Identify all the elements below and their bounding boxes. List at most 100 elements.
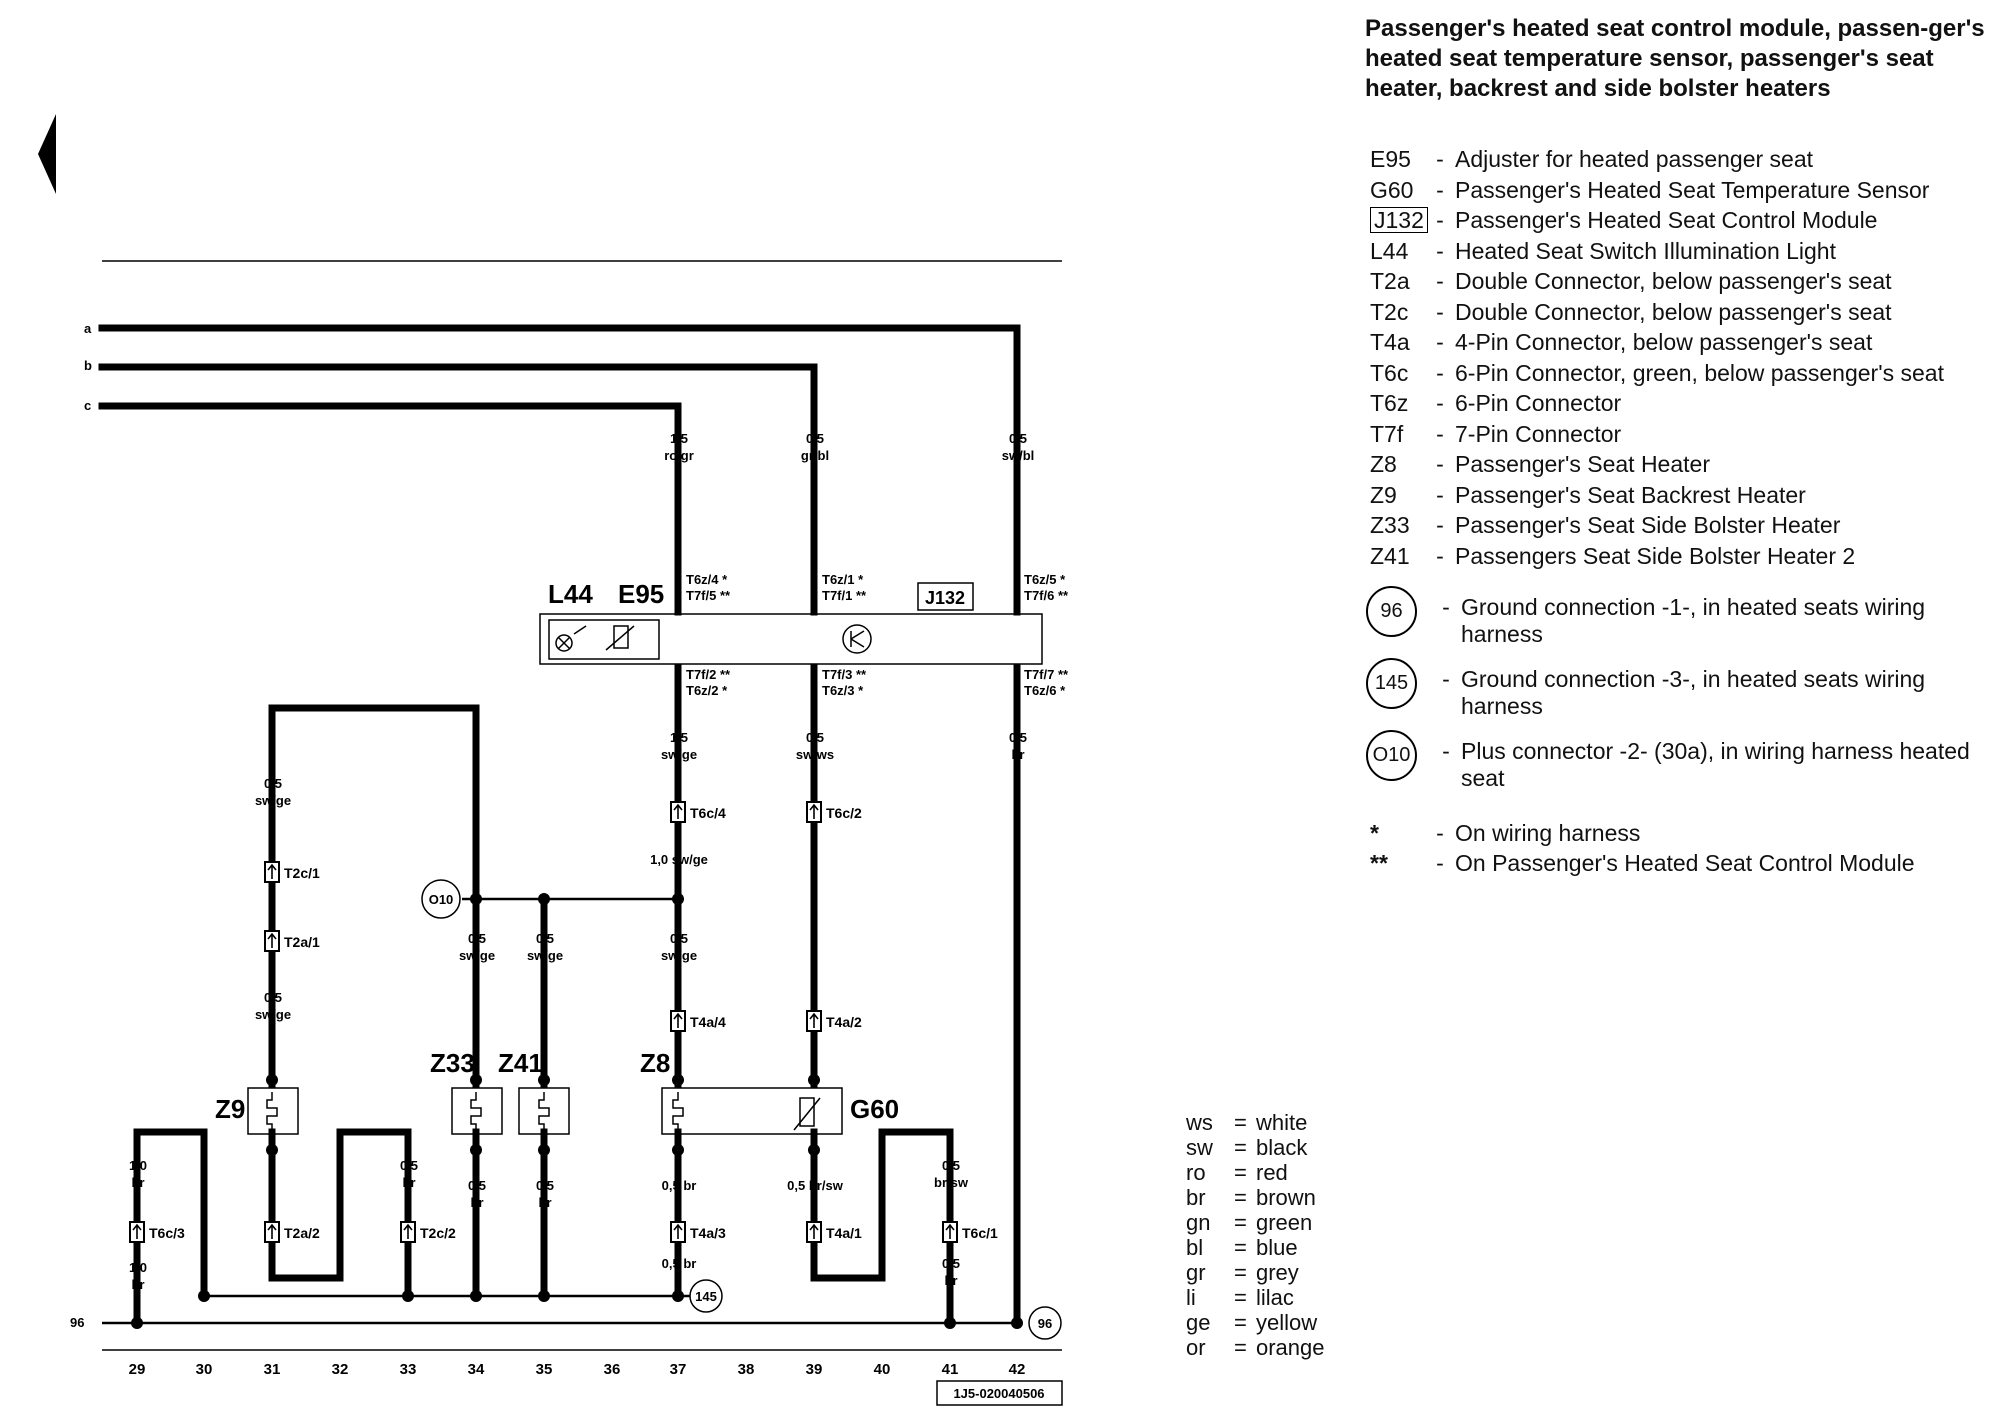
color-code: or — [1186, 1335, 1206, 1360]
legend-code: J132 — [1370, 207, 1428, 234]
note-item: **-On Passenger's Heated Seat Control Mo… — [1370, 850, 1990, 877]
wire-label: 0,5 — [264, 990, 282, 1005]
connector-t4a-3: T4a/3 — [670, 1221, 726, 1243]
legend-code: L44 — [1370, 237, 1409, 264]
color-code-item: ge=yellow — [1186, 1310, 1325, 1335]
wire-label: br — [403, 1175, 416, 1190]
doc-number-box — [936, 1380, 1063, 1406]
note-symbol: * — [1370, 819, 1379, 846]
legend-code: Z33 — [1370, 512, 1410, 538]
wire-label: 1,5 — [670, 730, 688, 745]
color-name: green — [1256, 1210, 1313, 1235]
wire-label-a-size: 0,5 — [1009, 431, 1027, 446]
pin-label: T6z/6 * — [1024, 683, 1066, 698]
color-name: blue — [1256, 1235, 1298, 1260]
legend-item: J132-Passenger's Heated Seat Control Mod… — [1370, 207, 1990, 234]
connector-label: T4a/4 — [690, 1014, 726, 1030]
bus-a-wire — [98, 324, 1021, 616]
legend-code: Z41 — [1370, 542, 1410, 569]
ground-o10-label: O10 — [429, 892, 454, 907]
wire-label: br — [945, 1273, 958, 1288]
wire-label: br — [132, 1277, 145, 1292]
color-code-item: sw=black — [1186, 1135, 1325, 1160]
legend-item: E95-Adjuster for heated passenger seat — [1370, 146, 1990, 173]
equals-sign: = — [1234, 1135, 1247, 1160]
wire-label: 0,5 — [1009, 730, 1027, 745]
pin-label: T7f/5 ** — [686, 588, 731, 603]
component-label-z41: Z41 — [498, 1048, 543, 1078]
connector-t4a-4: T4a/4 — [670, 1010, 726, 1032]
legend-dash: - — [1436, 451, 1444, 477]
module-label-e95: E95 — [618, 579, 664, 609]
axis-label: 34 — [468, 1361, 485, 1378]
legend-desc: Passenger's Seat Backrest Heater — [1455, 481, 1806, 508]
connector-label: T2c/1 — [284, 865, 320, 881]
ground-symbol-icon: 145 — [1366, 657, 1417, 709]
pin-label: T6z/5 * — [1024, 572, 1066, 587]
heater-element-icon — [266, 1092, 278, 1132]
wire-label: sw/ge — [255, 1007, 291, 1022]
wire-label-b-size: 0,5 — [806, 431, 824, 446]
wire-label: 0,5 — [670, 931, 688, 946]
legend-desc: Passenger's Seat Heater — [1455, 451, 1710, 477]
ground-legend-item: 96-Ground connection -1-, in heated seat… — [1366, 585, 1990, 648]
wire-label: 0,5 br — [662, 1178, 697, 1193]
wire-label: 0,5 — [400, 1158, 418, 1173]
legend-item: G60-Passenger's Heated Seat Temperature … — [1370, 177, 1990, 204]
component-label-g60: G60 — [850, 1094, 899, 1124]
legend-dash: - — [1436, 329, 1444, 355]
pin-label: T6z/3 * — [822, 683, 864, 698]
note-desc: On Passenger's Heated Seat Control Modul… — [1455, 849, 1915, 876]
doc-number: 1J5-020040506 — [953, 1386, 1044, 1401]
wire-label: sw/ge — [527, 948, 563, 963]
color-code-item: ws=white — [1186, 1110, 1325, 1135]
back-arrow-icon[interactable] — [38, 114, 56, 194]
connector-label: T6c/3 — [149, 1225, 185, 1241]
pin-label: T6z/4 * — [686, 572, 728, 587]
connector-t4a-1: T4a/1 — [806, 1221, 862, 1243]
color-code: ge — [1186, 1310, 1211, 1335]
heater-element-icon — [470, 1092, 482, 1132]
component-label-z9: Z9 — [215, 1094, 245, 1124]
legend-desc: Ground connection -3-, in heated seats w… — [1461, 665, 1926, 719]
wire-label: 0,5 — [468, 1178, 486, 1193]
connector-t2a-2: T2a/2 — [264, 1221, 320, 1243]
connector-label: T4a/2 — [826, 1014, 862, 1030]
equals-sign: = — [1234, 1160, 1247, 1185]
axis-label: 31 — [264, 1361, 281, 1378]
connector-label: T4a/3 — [690, 1225, 726, 1241]
legend-item: Z9-Passenger's Seat Backrest Heater — [1370, 482, 1990, 509]
wire-label: 0,5 — [468, 931, 486, 946]
equals-sign: = — [1234, 1285, 1247, 1310]
equals-sign: = — [1234, 1235, 1247, 1260]
legend-code: Z8 — [1370, 451, 1397, 477]
axis-label: 36 — [604, 1361, 621, 1378]
legend-desc: Passenger's Heated Seat Control Module — [1455, 207, 1878, 233]
wire-label-c-color: ro/gr — [664, 448, 694, 463]
wire-label: br — [539, 1195, 552, 1210]
color-code: li — [1186, 1285, 1196, 1310]
legend-item: Z33-Passenger's Seat Side Bolster Heater — [1370, 512, 1990, 539]
color-code: gn — [1186, 1210, 1211, 1235]
legend-item: T6c-6-Pin Connector, green, below passen… — [1370, 360, 1990, 387]
axis-label: 41 — [942, 1361, 959, 1378]
legend-item: T6z-6-Pin Connector — [1370, 390, 1990, 417]
equals-sign: = — [1234, 1260, 1247, 1285]
legend-desc: Double Connector, below passenger's seat — [1455, 268, 1892, 294]
connector-label: T2a/1 — [284, 934, 320, 950]
color-code-item: or=orange — [1186, 1335, 1325, 1360]
pin-label: T7f/1 ** — [822, 588, 867, 603]
wire-label: sw/ge — [661, 747, 697, 762]
wire-label-b-color: gr/bl — [801, 448, 829, 463]
legend-desc: Adjuster for heated passenger seat — [1455, 146, 1814, 172]
legend-desc: 7-Pin Connector — [1455, 420, 1622, 447]
color-code-item: ro=red — [1186, 1160, 1325, 1185]
legend-dash: - — [1436, 481, 1444, 508]
connector-t6c-1: T6c/1 — [942, 1221, 998, 1243]
wire-label: 0,5 — [806, 730, 824, 745]
heater-element-icon — [538, 1092, 550, 1132]
legend-desc: Passengers Seat Side Bolster Heater 2 — [1455, 542, 1856, 569]
legend-dash: - — [1436, 390, 1444, 416]
pin-label: T6z/2 * — [686, 683, 728, 698]
